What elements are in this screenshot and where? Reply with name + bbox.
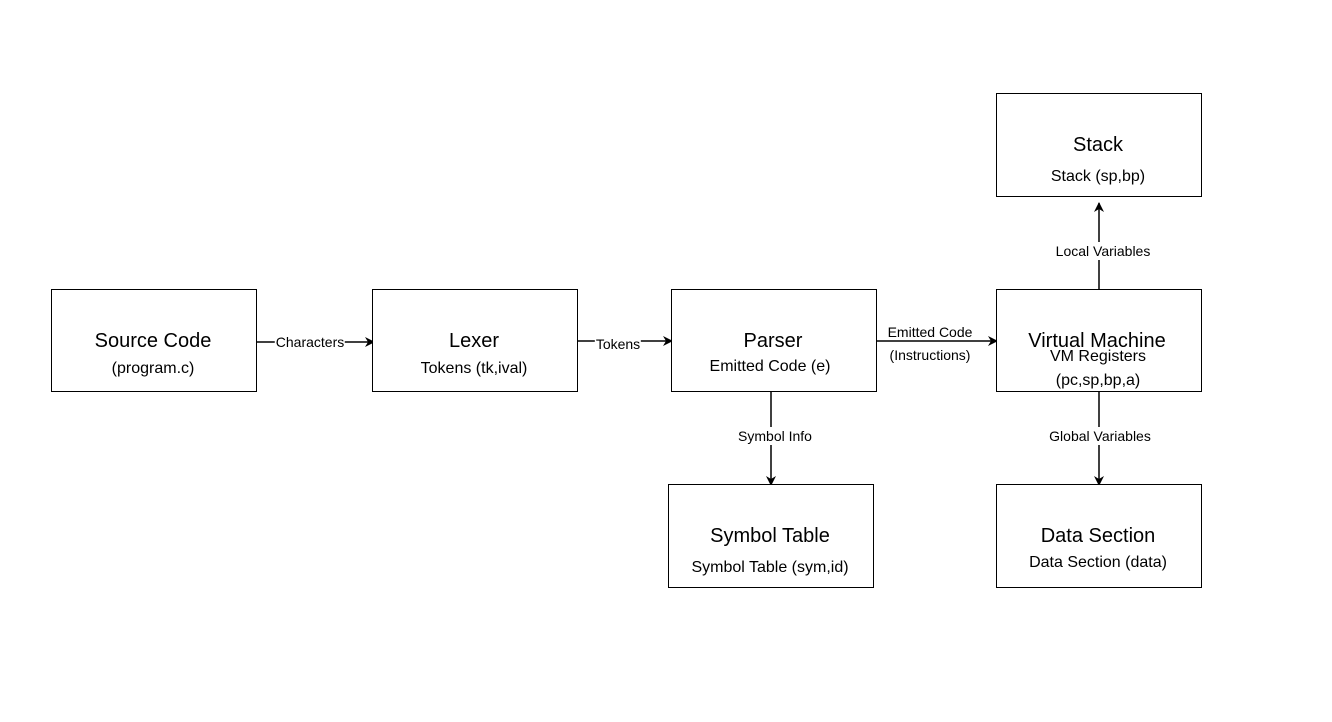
node-symbol-table-sub: Symbol Table (sym,id)	[691, 559, 849, 576]
node-source-code-sub: (program.c)	[111, 360, 195, 377]
node-stack	[996, 93, 1202, 197]
node-vm-sub2: (pc,sp,bp,a)	[1055, 372, 1141, 389]
node-parser-sub: Emitted Code (e)	[709, 358, 831, 375]
edge-label-emitted-code: Emitted Code	[887, 324, 973, 340]
node-symbol-table-title: Symbol Table	[710, 525, 830, 547]
node-lexer-title: Lexer	[448, 330, 500, 352]
edge-label-tokens: Tokens	[594, 336, 642, 352]
node-parser-title: Parser	[743, 330, 803, 352]
node-parser	[671, 289, 877, 392]
node-source-code	[51, 289, 257, 392]
node-stack-title: Stack	[1072, 134, 1124, 156]
node-stack-sub: Stack (sp,bp)	[1050, 168, 1146, 185]
edge-label-symbol-info: Symbol Info	[736, 427, 814, 445]
node-lexer	[372, 289, 578, 392]
node-data-section-title: Data Section	[1040, 525, 1156, 547]
node-source-code-title: Source Code	[94, 330, 212, 352]
node-vm-title: Virtual Machine	[1028, 330, 1166, 352]
node-data-section	[996, 484, 1202, 588]
node-vm-sub: VM Registers	[1049, 348, 1147, 365]
edge-label-instructions: (Instructions)	[889, 347, 971, 363]
edge-label-local-variables: Local Variables	[1053, 242, 1153, 260]
node-lexer-sub: Tokens (tk,ival)	[420, 360, 528, 377]
edge-label-global-variables: Global Variables	[1047, 427, 1153, 445]
node-data-section-sub: Data Section (data)	[1029, 554, 1167, 571]
node-symbol-table	[668, 484, 874, 588]
node-virtual-machine	[996, 289, 1202, 392]
edge-label-characters: Characters	[274, 334, 346, 350]
